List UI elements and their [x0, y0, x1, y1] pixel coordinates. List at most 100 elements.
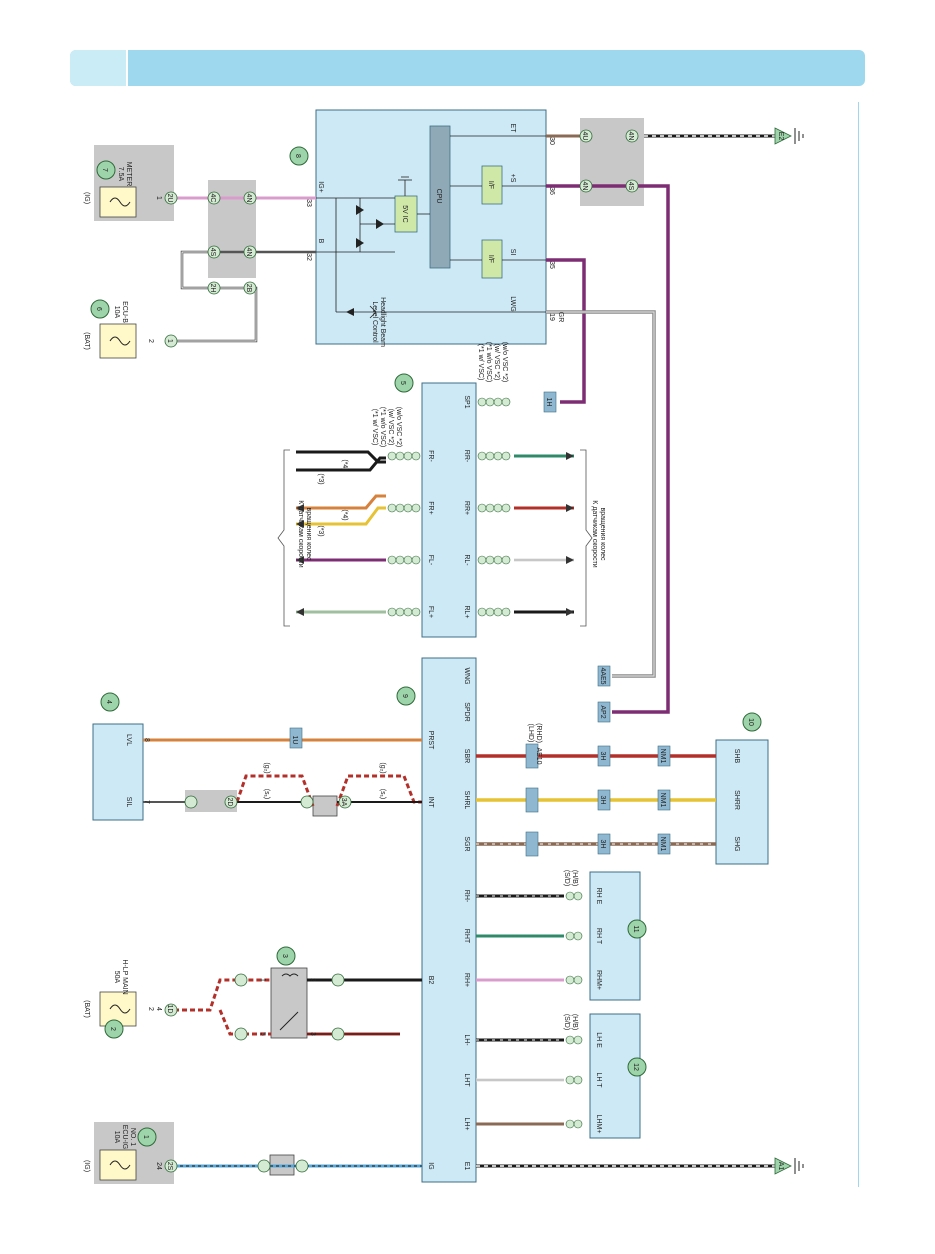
fuse-6-name: ECU-B	[121, 301, 128, 323]
relay-pin-5: 5	[259, 1032, 266, 1036]
conn-ap2: AP2	[599, 705, 606, 718]
num-12: 12	[632, 1063, 639, 1071]
wire-lwg	[546, 310, 656, 678]
c8-p33: 33	[305, 199, 312, 207]
c8-p32: 32	[305, 253, 312, 261]
mini-connectors	[289, 391, 671, 857]
component-4-box	[92, 723, 144, 821]
c9-rhm: RH-	[463, 890, 470, 903]
c5-fl-minus: FL-	[427, 555, 434, 566]
relay-pin-2: 2	[309, 978, 316, 982]
fuse-6-rating: 10A	[113, 306, 120, 319]
c8-lwg: LWG	[509, 296, 516, 311]
num-10: 10	[747, 718, 754, 726]
c5-fl-plus: FL+	[427, 606, 434, 618]
c10-shb: SHB	[733, 749, 740, 764]
fuse-7-rating: 7.5A	[117, 167, 124, 182]
num-7: 7	[101, 168, 108, 172]
component-12-box	[589, 1013, 641, 1139]
conn-4n: 4N	[245, 194, 252, 203]
c9-sgr: SGR	[463, 836, 470, 851]
c9-b2: B2	[427, 976, 434, 985]
conn-1h: 1H	[545, 398, 552, 407]
ground-a1-symbol	[774, 1157, 792, 1175]
c4-lvl: LVL	[125, 734, 132, 746]
c4-sil: SIL	[125, 797, 132, 808]
fuse-1	[99, 1149, 137, 1181]
relay-3-switch	[279, 1011, 299, 1031]
num-4: 4	[105, 700, 112, 704]
conn-4u: 4U	[581, 132, 588, 141]
fuse-2-pin2: 4	[155, 1007, 162, 1011]
legend-sd-2: (S/D)	[563, 1014, 570, 1030]
c11-rhmp: RHM+	[595, 970, 602, 990]
num-9: 9	[401, 694, 408, 698]
c8-b: B	[317, 239, 324, 244]
num-5: 5	[399, 381, 406, 385]
fuse-1-name2: NO. 1	[129, 1128, 136, 1146]
relay-3-coil	[281, 973, 299, 977]
legend-hb: (H/B)	[571, 870, 578, 886]
fuse-1-rating: 10A	[113, 1131, 120, 1144]
component-5-box	[421, 382, 477, 638]
legend-top-d: (w/o VSC *2)	[501, 342, 508, 382]
num-11: 11	[632, 925, 639, 932]
fuse-2-pin: 2	[147, 1007, 154, 1011]
ground-a1-label: A1	[777, 1162, 784, 1171]
c9-sbr: SBR	[463, 749, 470, 763]
conn-3a: 3A	[340, 798, 347, 807]
connector-pills	[164, 129, 639, 1173]
c8-hb-1: Headlight Beam	[379, 297, 386, 347]
conn-4ae5: 4AE5	[599, 667, 606, 684]
legend-lhd: (LHD)	[527, 724, 534, 743]
component-10-box	[715, 739, 769, 865]
legend-left-d: (w/o VSC *2)	[395, 407, 402, 447]
legend-top-a: (*1 w/ VSC)	[477, 344, 484, 381]
conn-4n-3: 4N	[627, 132, 634, 141]
fuse-1-name: ECU-IG	[121, 1125, 128, 1150]
c8-p35: 35	[548, 261, 555, 269]
wire-fr-minus-a	[296, 450, 386, 464]
c9-ig: IG	[427, 1162, 434, 1169]
conn-3h-b: 3H	[599, 796, 606, 805]
conn-ae10: AE10	[535, 747, 542, 764]
conn-4n-2: 4N	[245, 248, 252, 257]
c8-igp: IG+	[317, 181, 324, 192]
c4-p8: 8	[143, 738, 150, 742]
fuse-2-name: H-LP MAIN	[121, 959, 128, 994]
relay-3-box	[270, 967, 308, 1039]
fuse-1-conn: 2S	[166, 1162, 173, 1171]
c4-p7: 7	[143, 800, 150, 804]
fuse-6	[99, 323, 137, 359]
num-8: 8	[294, 154, 301, 158]
conn-4s-2: 4S	[627, 182, 634, 191]
c9-wng: WNG	[463, 667, 470, 684]
mark-s1-a: (s₁)	[263, 789, 270, 800]
c8-p36: 36	[548, 187, 555, 195]
c5-rr-minus: RR-	[463, 450, 470, 463]
c8-hb-2: Level Control	[371, 301, 378, 343]
fuse-7-conn: 2U	[166, 194, 173, 203]
num-1: 1	[142, 1135, 149, 1139]
legend-left-b: (*1 w/o VSC)	[379, 407, 386, 447]
c9-lht: LHT	[463, 1073, 470, 1087]
circle-numbers	[90, 146, 762, 1147]
conn-nm1-c: NM1	[659, 837, 666, 852]
mark-4-top: (*4)	[341, 459, 348, 470]
c12-lht: LH T	[595, 1072, 602, 1088]
wire-hlp	[174, 978, 271, 1036]
cpu-block	[429, 125, 451, 269]
mark-g2-b: (g₂)	[379, 762, 386, 773]
header-bar	[70, 50, 865, 86]
c8-p19: 19	[548, 313, 555, 321]
conn-3h: 3H	[599, 752, 606, 761]
c5-sp1: SP1	[463, 395, 470, 408]
c8-if1: I/F	[487, 181, 494, 189]
sensor-note-right-2: вращения колес	[599, 508, 606, 561]
c11-rhe: RH E	[595, 888, 602, 905]
wire-fr-plus-a	[296, 494, 386, 510]
wire-fr-plus-b	[296, 506, 386, 526]
c9-lhp: LH+	[463, 1117, 470, 1130]
relay-pin-3: 3	[309, 1032, 316, 1036]
conn-2h: 2H	[209, 284, 216, 293]
